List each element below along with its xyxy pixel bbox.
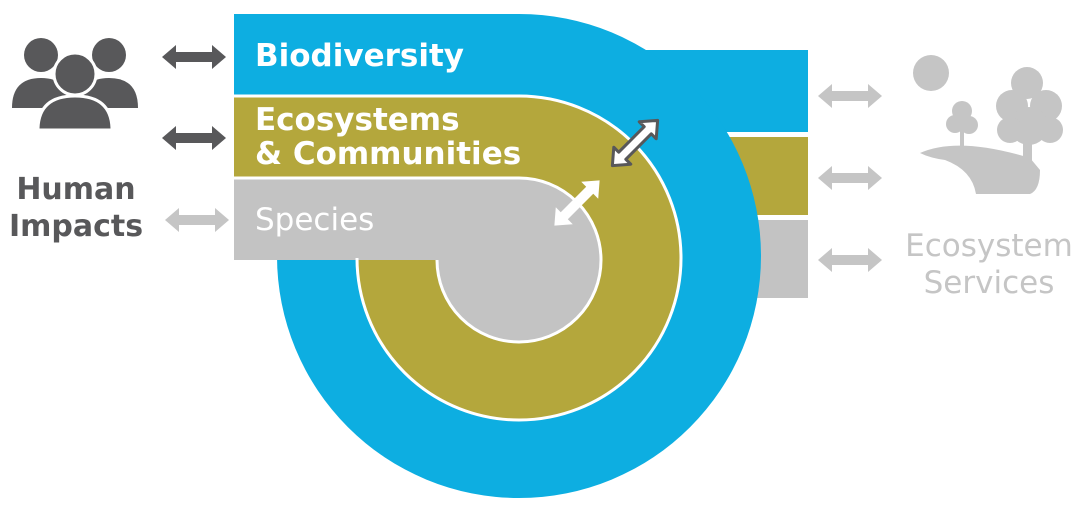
human-impacts-line2: Impacts xyxy=(9,209,143,244)
label-biodiversity: Biodiversity xyxy=(255,38,464,74)
ecosystem-services-line2: Services xyxy=(924,265,1055,301)
human-impacts-line1: Human xyxy=(16,172,135,207)
landscape-ground xyxy=(920,145,1040,194)
species-outline xyxy=(234,176,603,344)
double-arrow-icon-left-biodiversity xyxy=(162,45,226,69)
people-group-icon xyxy=(12,38,138,132)
double-arrow-icon-ecosystems-biodiversity xyxy=(610,118,660,168)
ecosystems-outline xyxy=(234,94,683,422)
ecosystem-services-line1: Ecosystem xyxy=(905,228,1073,264)
double-arrow-icon-species-ecosystems xyxy=(554,180,600,226)
label-species: Species xyxy=(255,202,374,238)
double-arrow-icon-left-ecosystems xyxy=(162,126,226,150)
double-arrow-icon-left-species xyxy=(165,208,229,232)
double-arrow-icon-right-biodiversity xyxy=(818,84,882,108)
small-tree-icon xyxy=(946,101,978,148)
sun-icon xyxy=(913,55,949,91)
species-core xyxy=(234,178,601,342)
label-ecosystems-line1: Ecosystems xyxy=(255,102,460,138)
large-tree-icon xyxy=(996,67,1063,164)
double-arrow-icon-right-species xyxy=(818,248,882,272)
sun-tree-landscape-icon xyxy=(913,55,1063,194)
double-arrow-icon-right-ecosystems xyxy=(818,166,882,190)
label-ecosystems-line2: & Communities xyxy=(255,136,521,172)
